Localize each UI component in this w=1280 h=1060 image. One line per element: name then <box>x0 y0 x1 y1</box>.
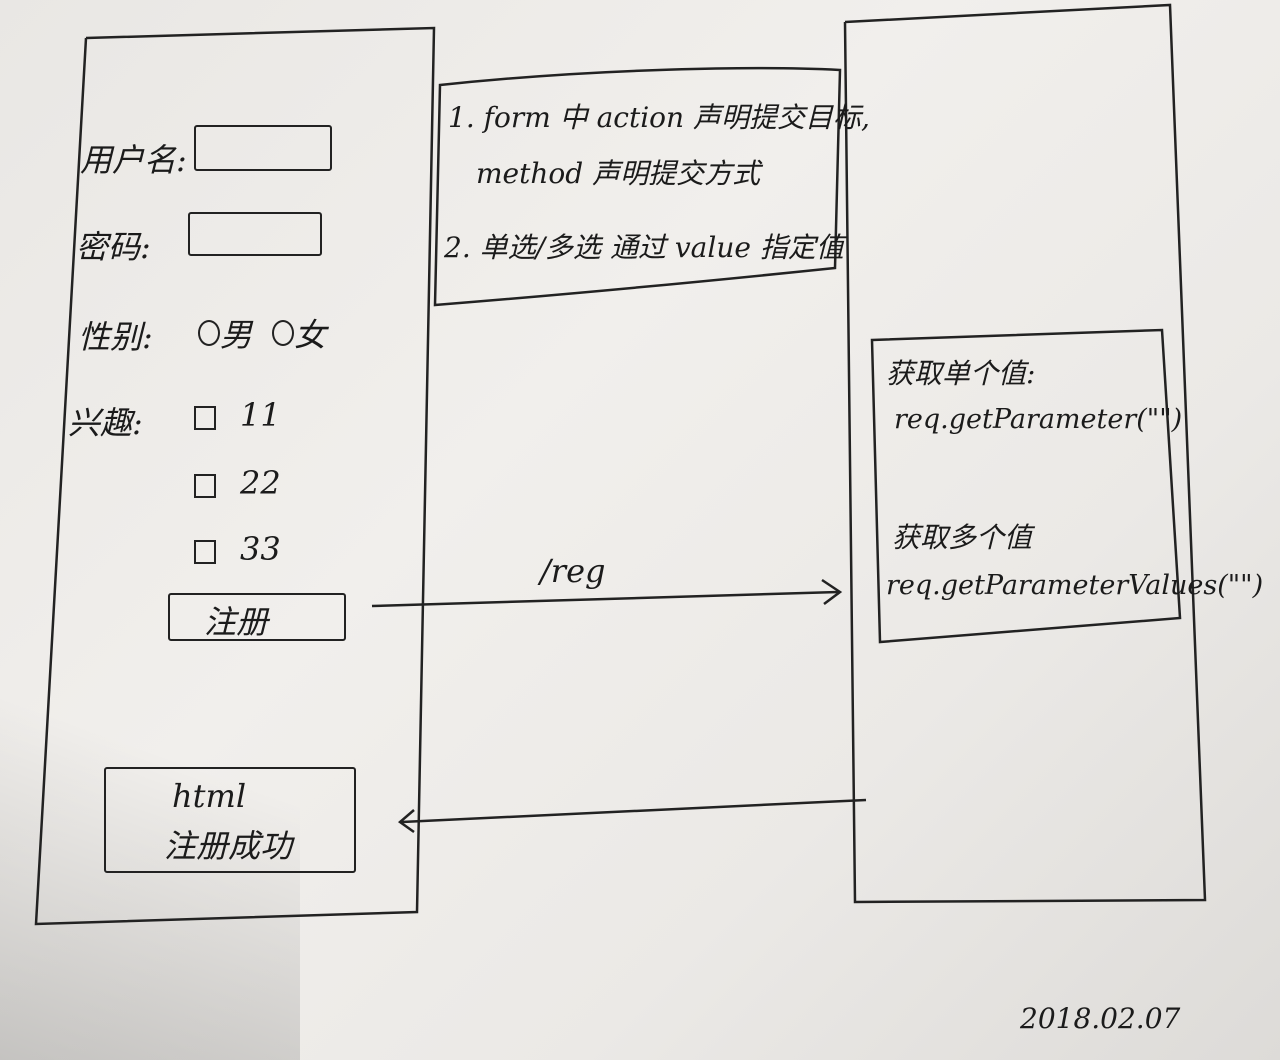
hobby-label: 兴趣: <box>68 404 143 442</box>
server-multi-code: req.getParameterValues("") <box>886 570 1264 601</box>
server-single-code: req.getParameter("") <box>894 404 1183 435</box>
note-1: 1. form 中 action 声明提交目标, <box>448 101 870 134</box>
note-2: 2. 单选/多选 通过 value 指定值 <box>444 231 844 264</box>
username-input[interactable] <box>194 125 332 171</box>
password-label: 密码: <box>76 228 151 266</box>
server-notes-outline <box>870 328 1182 644</box>
response-arrow-head <box>397 809 415 834</box>
paper-shadow <box>0 560 300 1060</box>
hobby-option-22: 22 <box>240 464 281 502</box>
hobby-checkbox-11[interactable] <box>194 406 216 430</box>
register-button[interactable]: 注册 <box>168 593 346 641</box>
hobby-checkbox-33[interactable] <box>194 540 216 564</box>
request-arrow-head <box>821 578 843 605</box>
username-label: 用户名: <box>80 141 187 179</box>
hobby-checkbox-22[interactable] <box>194 474 216 498</box>
gender-option-male: 男 <box>220 316 253 354</box>
gender-radio-male[interactable] <box>198 320 220 346</box>
gender-option-female: 女 <box>294 316 327 354</box>
response-arrow-line <box>401 798 867 824</box>
request-arrow-line <box>371 590 839 608</box>
server-multi-title: 获取多个值 <box>892 521 1033 554</box>
register-button-label: 注册 <box>204 603 269 641</box>
server-single-title: 获取单个值: <box>886 357 1036 390</box>
response-line-1: html <box>172 777 247 815</box>
response-box: html 注册成功 <box>104 767 356 873</box>
hobby-option-33: 33 <box>240 530 281 568</box>
gender-label: 性别: <box>78 318 153 356</box>
request-path: /reg <box>540 552 606 590</box>
response-line-2: 注册成功 <box>164 827 293 865</box>
gender-radio-female[interactable] <box>272 320 294 346</box>
note-1-continued: method 声明提交方式 <box>476 157 761 190</box>
server-panel-outline <box>843 3 1207 904</box>
password-input[interactable] <box>188 212 322 256</box>
browser-panel-outline <box>34 26 436 926</box>
hobby-option-11: 11 <box>240 396 281 434</box>
date-label: 2018.02.07 <box>1020 1002 1181 1035</box>
notes-box-outline <box>433 67 842 307</box>
